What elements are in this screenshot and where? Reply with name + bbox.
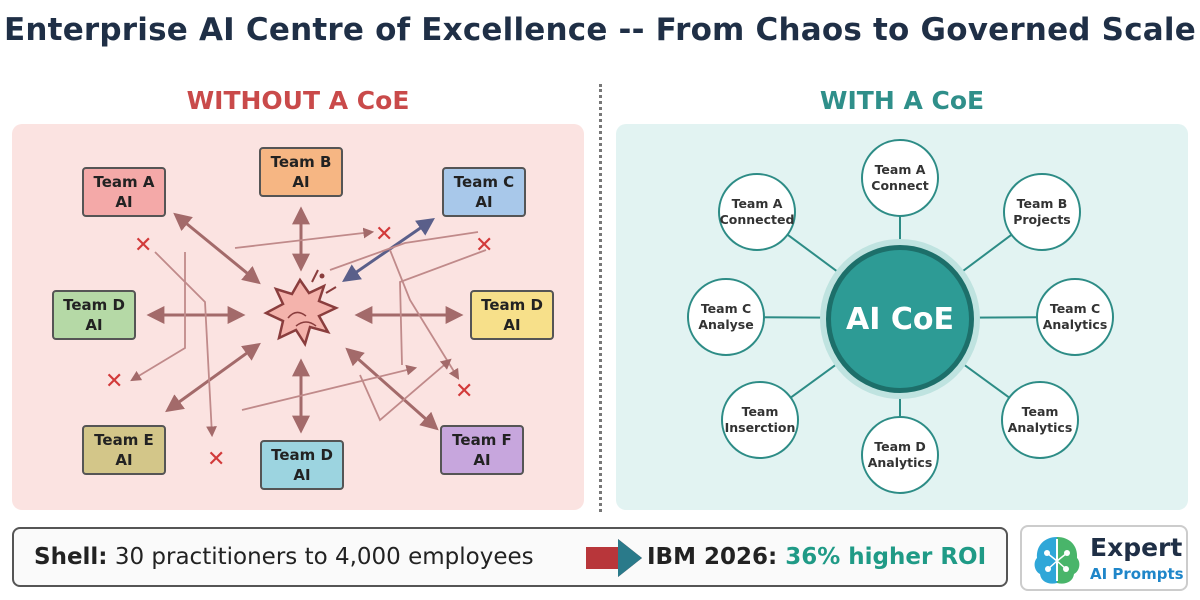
team-label: Team F	[452, 431, 512, 449]
team-box-d-right: Team D AI	[470, 290, 554, 340]
ibm-value: 36% higher ROI	[777, 544, 987, 570]
team-box-b: Team B AI	[259, 147, 343, 197]
logo-word-ai-prompts: AI Prompts	[1090, 565, 1184, 583]
ai-coe-hub: AI CoE	[826, 245, 974, 393]
ibm-label: IBM 2026:	[647, 544, 778, 570]
team-box-a: Team A AI	[82, 167, 166, 217]
cross-icon: ✕	[455, 379, 474, 404]
node-sublabel: Projects	[1013, 212, 1071, 227]
team-sublabel: AI	[85, 316, 103, 334]
node-label: Team	[741, 404, 779, 419]
section-divider	[599, 84, 602, 512]
ibm-stat: IBM 2026: 36% higher ROI	[647, 544, 986, 570]
team-label: Team D	[271, 446, 333, 464]
brain-icon	[1034, 537, 1080, 584]
team-box-d-left: Team D AI	[52, 290, 136, 340]
node-sublabel: Analyse	[698, 317, 754, 332]
without-coe-heading: WITHOUT A CoE	[186, 86, 410, 115]
shell-label: Shell:	[34, 544, 108, 570]
cross-icon: ✕	[207, 447, 226, 472]
team-label: Team E	[94, 431, 154, 449]
right-arrow-icon	[586, 539, 642, 577]
node-label: Team C	[1049, 301, 1101, 316]
node-sublabel: Analytics	[1042, 317, 1108, 332]
shell-value: 30 practitioners to 4,000 employees	[107, 544, 534, 570]
node-sublabel: Analytics	[867, 455, 933, 470]
team-label: Team C	[453, 173, 515, 191]
team-label: Team A	[93, 173, 155, 191]
team-sublabel: AI	[115, 193, 133, 211]
team-sublabel: AI	[503, 316, 521, 334]
node-sublabel: Analytics	[1007, 420, 1073, 435]
node-label: Team D	[874, 439, 926, 454]
team-label: Team B	[270, 153, 332, 171]
team-sublabel: AI	[115, 451, 133, 469]
cross-icon: ✕	[475, 233, 494, 258]
node-label: Team A	[731, 196, 783, 211]
conflict-explosion-icon	[263, 269, 340, 347]
node-label: Team A	[874, 162, 926, 177]
team-label: Team D	[63, 296, 125, 314]
node-sublabel: Connected	[719, 212, 795, 227]
team-sublabel: AI	[293, 466, 311, 484]
node-label: Team	[1021, 404, 1059, 419]
node-sublabel: Connect	[871, 178, 929, 193]
team-sublabel: AI	[292, 173, 310, 191]
team-box-d-bottom: Team D AI	[260, 440, 344, 490]
team-label: Team D	[481, 296, 543, 314]
node-sublabel: Inserction	[724, 420, 796, 435]
team-box-c: Team C AI	[442, 167, 526, 217]
node-label: Team B	[1016, 196, 1068, 211]
cross-icon: ✕	[375, 222, 394, 247]
team-box-e: Team E AI	[82, 425, 166, 475]
team-sublabel: AI	[475, 193, 493, 211]
logo-word-expert: Expert	[1090, 533, 1183, 562]
cross-icon: ✕	[134, 233, 153, 258]
team-box-f: Team F AI	[440, 425, 524, 475]
brand-logo: Expert AI Prompts	[1020, 525, 1188, 591]
team-sublabel: AI	[473, 451, 491, 469]
stats-footer: Shell: 30 practitioners to 4,000 employe…	[12, 527, 1008, 587]
cross-icon: ✕	[105, 369, 124, 394]
with-coe-heading: WITH A CoE	[819, 86, 985, 115]
shell-stat: Shell: 30 practitioners to 4,000 employe…	[34, 544, 534, 570]
page-title: Enterprise AI Centre of Excellence -- Fr…	[4, 12, 1196, 48]
node-label: Team C	[700, 301, 752, 316]
